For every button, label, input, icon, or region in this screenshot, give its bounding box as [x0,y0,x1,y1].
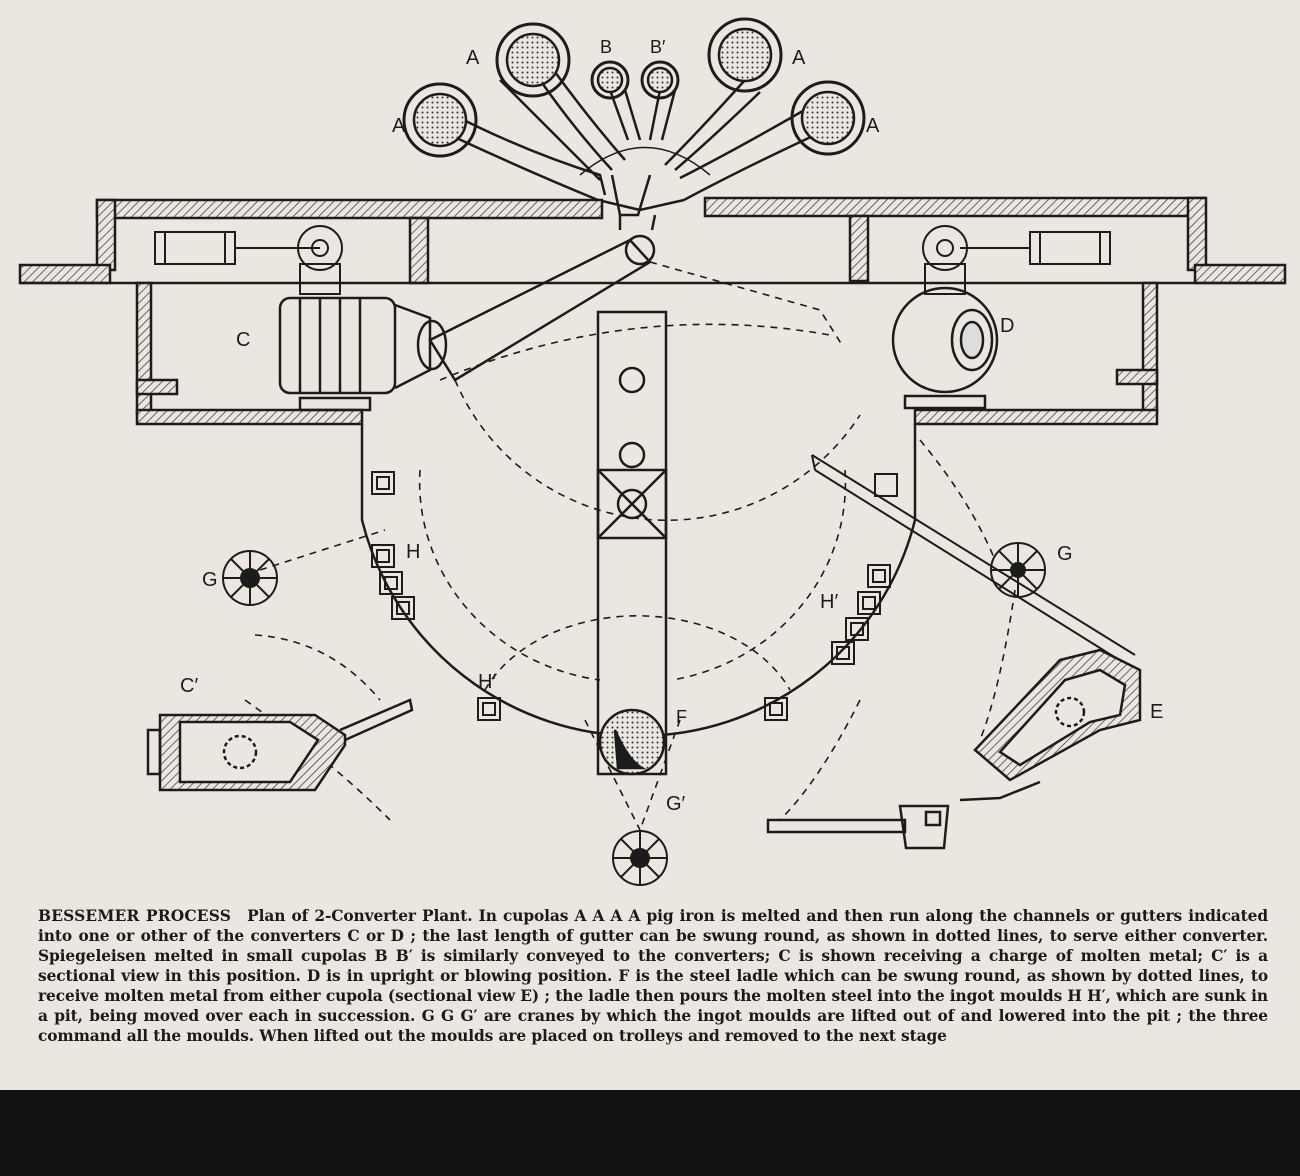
label-h-prime-bottom: H′ [478,671,496,693]
label-a-right-lower: A [866,115,880,137]
ingot-moulds [371,471,898,721]
label-g-right: G [1057,543,1073,565]
label-h: H [406,541,420,563]
cupola-a-left-upper [495,22,571,98]
label-g-prime: G′ [666,793,686,815]
cupola-b [590,60,630,100]
cupolas-group [402,17,866,231]
figure-caption: BESSEMER PROCESS Plan of 2-Converter Pla… [38,906,1268,1046]
cupola-a-right-upper [707,17,783,93]
cupola-a-right-lower [790,80,866,156]
bessemer-plan-diagram: A A B B′ A A C D G G H H′ H′ C′ E F G′ [18,17,1287,886]
label-a-left-lower: A [392,115,406,137]
caption-text: Plan of 2-Converter Plant. In cupolas A … [38,907,1269,1045]
converter-d [891,286,999,410]
crane-g-left [222,550,278,606]
ladle-bottom-right [766,804,950,850]
label-c-prime: C′ [180,675,198,697]
right-engine [922,225,1111,295]
label-a-right-upper: A [792,47,806,69]
label-c: C [236,329,250,351]
caption-title: BESSEMER PROCESS [38,907,232,925]
ladle-f [598,708,666,776]
labels: A A B B′ A A C D G G H H′ H′ C′ E F G′ [180,37,1163,815]
label-d: D [1000,315,1014,337]
label-e: E [1150,701,1163,723]
ladle-crane-arm [596,310,668,776]
cupola-a-left-lower [402,82,478,158]
label-g-left: G [202,569,218,591]
label-h-prime-right: H′ [820,591,838,613]
converter-c-prime-section [146,698,414,792]
converter-e-section [959,648,1142,802]
building-walls [18,196,1287,426]
label-f: F [676,707,687,727]
label-a-left-upper: A [466,47,480,69]
swinging-gutter [428,234,656,382]
label-b: B [600,37,612,57]
footer-bar [0,1090,1300,1176]
left-engine [154,225,343,295]
dotted-swing-paths [244,261,1016,831]
crane-g-right [811,454,1136,669]
label-b-prime: B′ [650,37,666,57]
converter-c [278,296,448,412]
crane-g-prime [612,830,668,886]
cupola-b-prime [640,60,680,100]
